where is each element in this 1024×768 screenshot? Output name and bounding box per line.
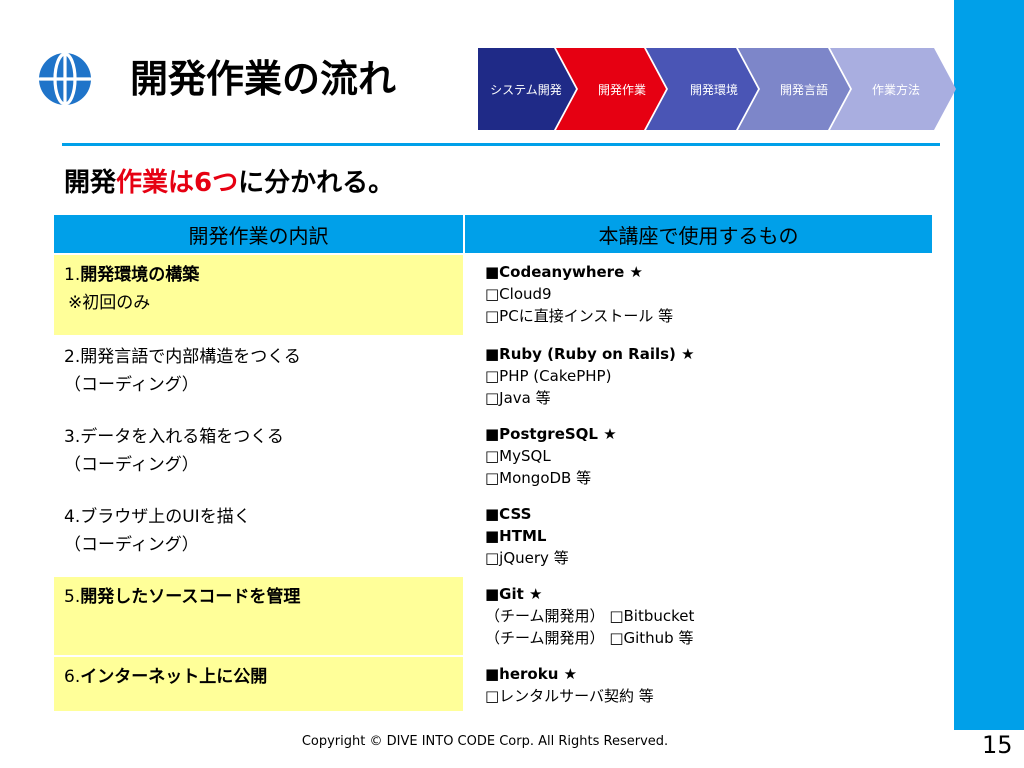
tool-item: □MySQL: [485, 447, 551, 465]
step-label-5: 作業方法: [872, 82, 920, 97]
table-row: 4.ブラウザ上のUIを描く （コーディング） ■CSS ■HTML □jQuer…: [54, 495, 932, 575]
step-chevron-1: [478, 48, 576, 130]
work-note: （コーディング）: [64, 535, 199, 555]
subtitle-part-3: に分かれる。: [238, 168, 395, 198]
row-number: 1.: [64, 265, 81, 285]
page-number: 15: [982, 731, 1013, 759]
step-chevron-5: [830, 48, 956, 130]
step-label-2: 開発作業: [598, 83, 646, 97]
tool-item: ■Ruby (Ruby on Rails) ★: [485, 345, 695, 363]
process-steps: システム開発 開発作業 開発環境 開発言語 作業方法: [478, 48, 956, 130]
table-row: 6.インターネット上に公開 ■heroku ★ □レンタルサーバ契約 等: [54, 655, 932, 711]
tool-item: □MongoDB 等: [485, 469, 592, 487]
work-cell: 4.ブラウザ上のUIを描く （コーディング）: [54, 497, 463, 575]
work-cell: 3.データを入れる箱をつくる （コーディング）: [54, 417, 463, 495]
step-chevron-2: [556, 48, 666, 130]
tools-cell: ■Git ★ （チーム開発用） □Bitbucket （チーム開発用） □Git…: [463, 577, 932, 655]
work-cell: 6.インターネット上に公開: [54, 657, 463, 711]
row-number: 2.: [64, 347, 81, 367]
tool-item: ■CSS: [485, 505, 532, 523]
work-cell: 5.開発したソースコードを管理: [54, 577, 463, 655]
step-label-3: 開発環境: [690, 82, 738, 97]
work-cell: 2.開発言語で内部構造をつくる （コーディング）: [54, 337, 463, 415]
tools-cell: ■heroku ★ □レンタルサーバ契約 等: [463, 657, 932, 711]
tool-item: □レンタルサーバ契約 等: [485, 687, 654, 705]
row-number: 4.: [64, 507, 81, 527]
work-note: ※初回のみ: [68, 293, 151, 313]
step-chevron-3: [646, 48, 758, 130]
work-cell: 1.開発環境の構築 ※初回のみ: [54, 255, 463, 335]
tool-item: ■Codeanywhere ★: [485, 263, 643, 281]
tool-item: ■heroku ★: [485, 665, 578, 683]
table-row: 1.開発環境の構築 ※初回のみ ■Codeanywhere ★ □Cloud9 …: [54, 253, 932, 335]
tool-item: ■Git ★: [485, 585, 543, 603]
header-cell-tools: 本講座で使用するもの: [598, 223, 799, 248]
header-cell-work: 開発作業の内訳: [54, 215, 465, 253]
tools-cell: ■CSS ■HTML □jQuery 等: [463, 497, 932, 575]
subtitle: 開発作業は6つに分かれる。: [64, 164, 394, 202]
tool-item: ■HTML: [485, 527, 547, 545]
tool-item: □Java 等: [485, 389, 551, 407]
globe-logo-icon: [38, 52, 92, 106]
tool-item: ■PostgreSQL ★: [485, 425, 617, 443]
work-title: 開発したソースコードを管理: [80, 587, 301, 607]
table-row: 5.開発したソースコードを管理 ■Git ★ （チーム開発用） □Bitbuck…: [54, 575, 932, 655]
work-title: インターネット上に公開: [80, 667, 268, 687]
subtitle-part-1: 開発: [64, 168, 117, 198]
work-note: （コーディング）: [64, 375, 199, 395]
work-title: データを入れる箱をつくる: [80, 427, 284, 447]
tool-item: □jQuery 等: [485, 549, 569, 567]
table-header: 開発作業の内訳 本講座で使用するもの: [54, 215, 932, 253]
table-row: 3.データを入れる箱をつくる （コーディング） ■PostgreSQL ★ □M…: [54, 415, 932, 495]
tool-item: （チーム開発用） □Github 等: [485, 629, 694, 647]
tools-cell: ■Ruby (Ruby on Rails) ★ □PHP (CakePHP) □…: [463, 337, 932, 415]
row-number: 5.: [64, 587, 81, 607]
tool-item: □PCに直接インストール 等: [485, 307, 674, 325]
tool-item: □Cloud9: [485, 285, 552, 303]
tool-item: □PHP (CakePHP): [485, 367, 612, 385]
row-number: 3.: [64, 427, 81, 447]
work-note: （コーディング）: [64, 455, 199, 475]
subtitle-highlight: 作業は6つ: [116, 168, 239, 198]
work-breakdown-table: 開発作業の内訳 本講座で使用するもの 1.開発環境の構築 ※初回のみ ■Code…: [54, 215, 932, 711]
step-chevron-4: [738, 48, 850, 130]
tool-item: （チーム開発用） □Bitbucket: [485, 607, 695, 625]
tools-cell: ■PostgreSQL ★ □MySQL □MongoDB 等: [463, 417, 932, 495]
tools-cell: ■Codeanywhere ★ □Cloud9 □PCに直接インストール 等: [463, 255, 932, 335]
work-title: ブラウザ上のUIを描く: [80, 507, 251, 527]
side-accent-bar: [954, 0, 1024, 730]
work-title: 開発言語で内部構造をつくる: [80, 347, 301, 367]
page-title: 開発作業の流れ: [130, 57, 397, 101]
header-divider: [62, 143, 940, 146]
row-number: 6.: [64, 667, 81, 687]
step-label-4: 開発言語: [780, 82, 828, 97]
copyright-notice: Copyright © DIVE INTO CODE Corp. All Rig…: [301, 734, 669, 749]
table-row: 2.開発言語で内部構造をつくる （コーディング） ■Ruby (Ruby on …: [54, 335, 932, 415]
step-label-1: システム開発: [490, 83, 562, 97]
work-title: 開発環境の構築: [80, 265, 200, 285]
